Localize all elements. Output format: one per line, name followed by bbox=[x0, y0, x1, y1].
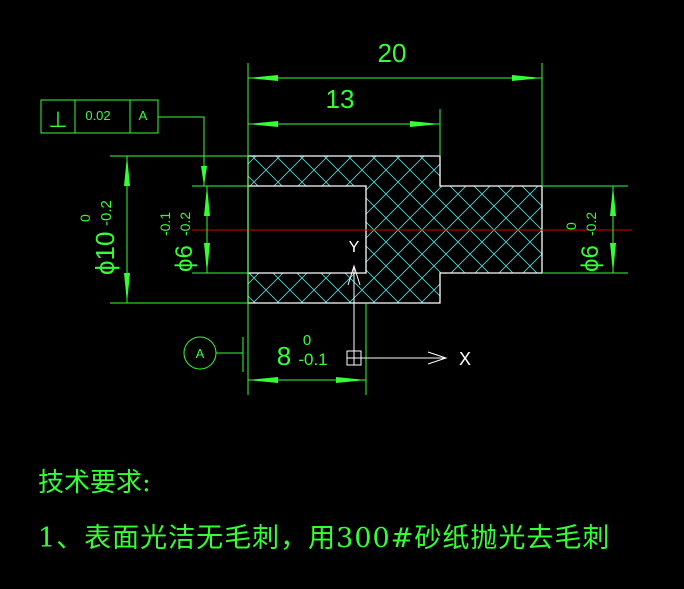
tolerance-frame: ⊥ 0.02 A bbox=[40, 99, 159, 134]
dim-step-length: 13 bbox=[326, 84, 355, 114]
dim-shaft-dia: ϕ6 bbox=[577, 245, 604, 272]
dim-shaft-dia-lower: -0.2 bbox=[583, 212, 599, 236]
dim-bore-dia-upper: -0.1 bbox=[157, 212, 173, 236]
dim-bore-dia: ϕ6 bbox=[171, 245, 198, 272]
dim-outer-dia-lower: -0.2 bbox=[98, 200, 115, 226]
dim-overall-length: 20 bbox=[378, 38, 407, 68]
dim-shaft-dia-upper: 0 bbox=[563, 222, 579, 230]
ucs-icon bbox=[346, 264, 448, 366]
dimension-lines bbox=[110, 63, 628, 395]
dim-bore-depth-lower: -0.1 bbox=[298, 350, 327, 369]
technical-requirement-1: 1、表面光洁无毛刺，用300#砂纸抛光去毛刺 bbox=[38, 523, 611, 554]
tolerance-value: 0.02 bbox=[85, 108, 110, 123]
datum-label: A bbox=[196, 346, 205, 361]
ucs-x-label: X bbox=[459, 349, 471, 369]
dim-outer-dia-upper: 0 bbox=[77, 214, 93, 222]
dim-bore-dia-lower: -0.2 bbox=[177, 212, 193, 236]
dim-bore-depth: 8 bbox=[277, 341, 291, 371]
arrowheads bbox=[124, 75, 616, 383]
dim-bore-depth-upper: 0 bbox=[303, 332, 311, 349]
tolerance-datum: A bbox=[139, 108, 148, 123]
perpendicularity-symbol: ⊥ bbox=[48, 107, 67, 132]
dim-outer-dia: ϕ10 bbox=[90, 232, 120, 275]
technical-requirements-title: 技术要求: bbox=[38, 468, 151, 498]
ucs-y-label: Y bbox=[349, 239, 360, 256]
